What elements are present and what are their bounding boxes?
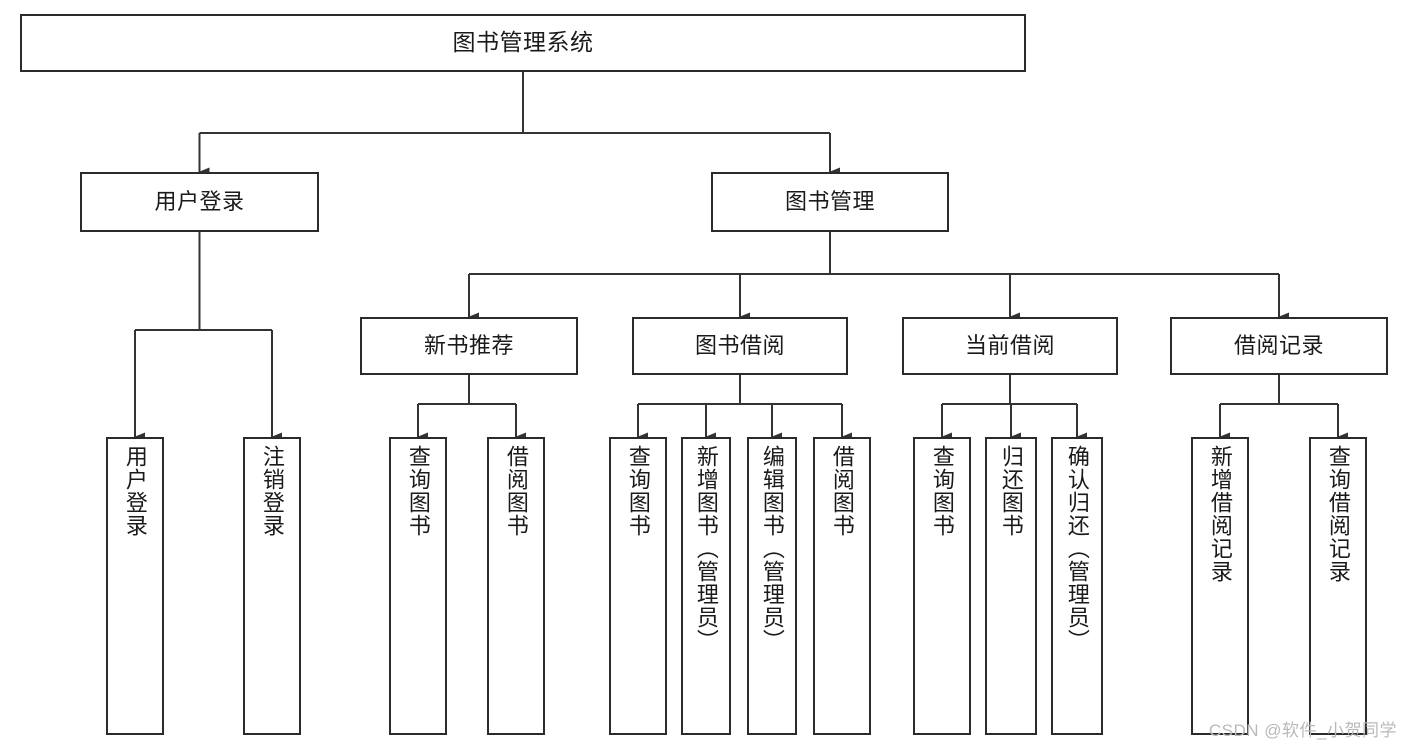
watermark-text: CSDN @软件_小贺同学	[1208, 721, 1397, 740]
node-label: 当前借阅	[964, 333, 1055, 359]
node-leaf-borrow-2[interactable]: 新增图书（管理员）	[681, 437, 731, 735]
node-leaf-new-1[interactable]: 查询图书	[389, 437, 447, 735]
node-leaf-new-2[interactable]: 借阅图书	[487, 437, 545, 735]
node-leaf-borrow-4[interactable]: 借阅图书	[813, 437, 871, 735]
node-label: 查询图书	[625, 445, 651, 537]
node-label: 借阅图书	[829, 445, 855, 537]
node-label: 借阅记录	[1233, 333, 1324, 359]
node-label: 新增图书（管理员）	[693, 445, 719, 652]
node-leaf-login-2[interactable]: 注销登录	[243, 437, 301, 735]
node-label: 用户登录	[154, 189, 245, 215]
node-root[interactable]: 图书管理系统	[20, 14, 1026, 72]
node-label: 查询图书	[405, 445, 431, 537]
node-label: 编辑图书（管理员）	[759, 445, 785, 652]
node-label: 图书管理	[784, 189, 875, 215]
node-label: 归还图书	[998, 445, 1024, 537]
node-leaf-borrow-3[interactable]: 编辑图书（管理员）	[747, 437, 797, 735]
node-label: 查询借阅记录	[1325, 445, 1351, 583]
node-records[interactable]: 借阅记录	[1170, 317, 1388, 375]
node-leaf-borrow-1[interactable]: 查询图书	[609, 437, 667, 735]
node-leaf-cur-3[interactable]: 确认归还（管理员）	[1051, 437, 1103, 735]
node-current[interactable]: 当前借阅	[902, 317, 1118, 375]
node-leaf-rec-2[interactable]: 查询借阅记录	[1309, 437, 1367, 735]
node-label: 注销登录	[259, 445, 285, 537]
edge-paths	[133, 72, 1348, 442]
node-leaf-cur-2[interactable]: 归还图书	[985, 437, 1037, 735]
node-label: 图书管理系统	[452, 29, 594, 56]
node-bookmgmt[interactable]: 图书管理	[711, 172, 949, 232]
node-label: 用户登录	[122, 445, 148, 537]
node-leaf-login-1[interactable]: 用户登录	[106, 437, 164, 735]
node-leaf-rec-1[interactable]: 新增借阅记录	[1191, 437, 1249, 735]
node-label: 新书推荐	[423, 333, 514, 359]
node-label: 查询图书	[929, 445, 955, 537]
node-label: 借阅图书	[503, 445, 529, 537]
node-login[interactable]: 用户登录	[80, 172, 319, 232]
node-newbook[interactable]: 新书推荐	[360, 317, 578, 375]
node-borrow[interactable]: 图书借阅	[632, 317, 848, 375]
node-label: 确认归还（管理员）	[1064, 445, 1090, 652]
node-leaf-cur-1[interactable]: 查询图书	[913, 437, 971, 735]
node-label: 图书借阅	[694, 333, 785, 359]
node-label: 新增借阅记录	[1207, 445, 1233, 583]
